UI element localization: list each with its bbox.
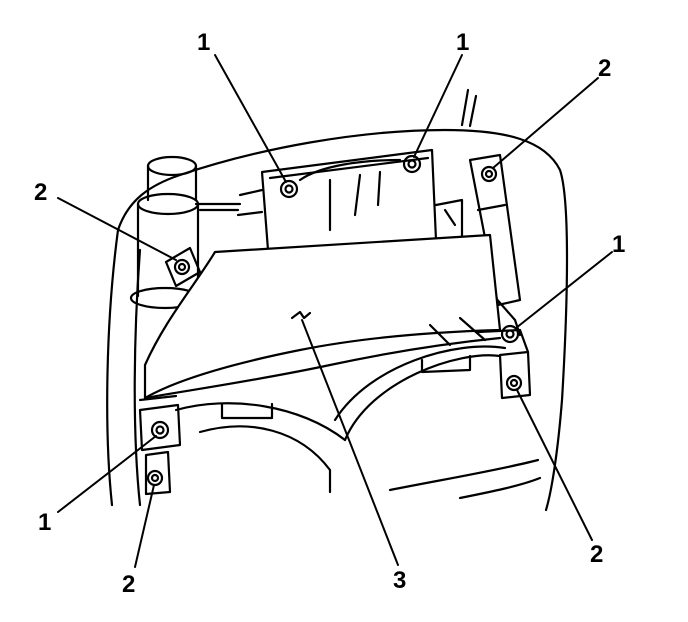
instrument-panel-outline (106, 128, 569, 512)
callout-label-c6: 1 (38, 509, 51, 536)
gauge-cluster-openings (174, 316, 542, 500)
wire-harness (460, 88, 478, 128)
callout-label-c1: 1 (197, 29, 210, 56)
callout-label-c2: 1 (456, 29, 469, 56)
callout-label-c9: 3 (393, 567, 406, 594)
leader-line-c4 (57, 197, 177, 261)
fasteners (146, 154, 523, 487)
callout-label-c8: 2 (122, 571, 135, 598)
callout-label-c4: 2 (34, 179, 47, 206)
lower-left-bracket (138, 394, 182, 496)
leader-line-c5 (515, 251, 613, 329)
leader-line-c6 (57, 435, 157, 513)
callout-label-c3: 2 (598, 55, 611, 82)
lower-right-bracket (476, 328, 532, 400)
callout-labels: 1 1 2 2 1 1 2 2 3 (34, 29, 625, 598)
trim-panel-mark (290, 310, 312, 320)
leader-line-c2 (413, 54, 463, 158)
leader-line-c3 (492, 77, 599, 169)
leader-line-c9 (301, 319, 399, 566)
upper-module (236, 148, 464, 252)
leader-lines (57, 54, 613, 568)
leader-line-c1 (214, 54, 287, 183)
trim-panel-lower-edge (143, 336, 502, 400)
callout-label-c7: 2 (590, 541, 603, 568)
callout-label-c5: 1 (612, 231, 625, 258)
leader-line-c8 (134, 484, 155, 568)
trim-panel (143, 233, 502, 400)
leader-line-c7 (516, 389, 593, 541)
